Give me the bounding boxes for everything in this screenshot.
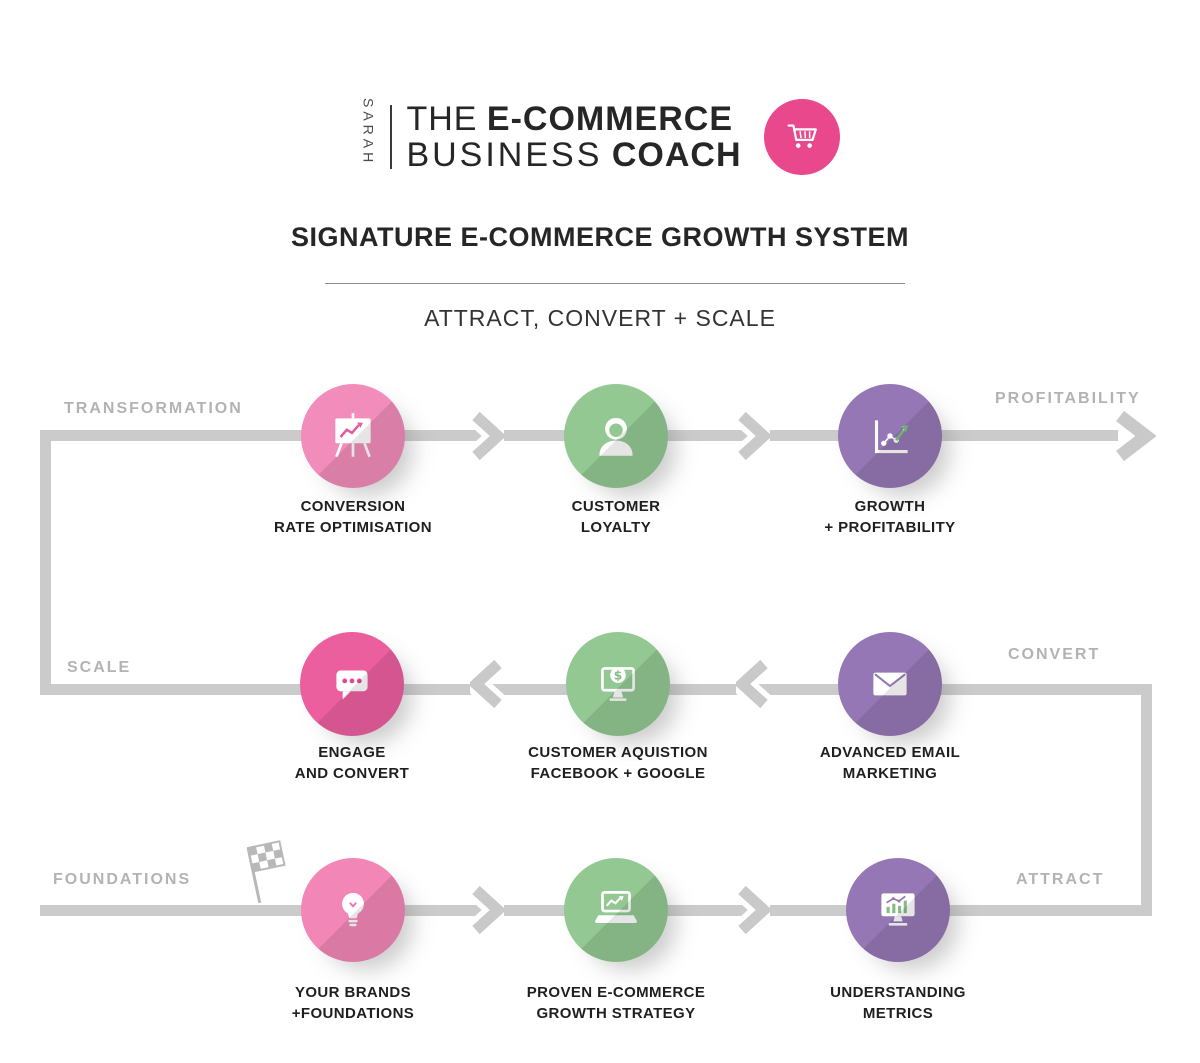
laptop-chart-icon [595, 890, 637, 923]
logo-badge [763, 99, 840, 175]
caption-conversion: CONVERSION RATE OPTIMISATION [213, 496, 493, 538]
logo: SARAH THE E-COMMERCE BUSINESS COACH [0, 98, 1200, 176]
arrow-right-icon [736, 884, 770, 936]
caption-brands: YOUR BRANDS +FOUNDATIONS [213, 982, 493, 1024]
arrow-left-icon [470, 658, 504, 710]
caption-line: ENGAGE [318, 744, 386, 761]
logo-vertical-name: SARAH [360, 98, 377, 167]
page-title: SIGNATURE E-COMMERCE GROWTH SYSTEM [290, 222, 909, 252]
stage-label-foundations: FOUNDATIONS [53, 871, 192, 888]
caption-line: CUSTOMER [571, 498, 661, 515]
node-conversion-rate-optimisation [301, 384, 405, 488]
caption-loyalty: CUSTOMER LOYALTY [476, 496, 756, 538]
logo-line2-light: BUSINESS [406, 136, 603, 174]
node-growth-profitability [838, 384, 942, 488]
metrics-monitor-icon [881, 893, 915, 926]
node-customer-acquisition: $ [566, 632, 670, 736]
node-engage-convert [300, 632, 404, 736]
caption-line: PROVEN E-COMMERCE [526, 984, 706, 1001]
caption-metrics: UNDERSTANDING METRICS [758, 982, 1038, 1024]
caption-line: YOUR BRANDS [294, 984, 412, 1001]
caption-line: ADVANCED EMAIL [819, 744, 961, 761]
checkered-flag-icon [246, 840, 286, 904]
chat-bubble-icon [336, 670, 368, 700]
node-understanding-metrics [846, 858, 950, 962]
caption-line: CUSTOMER AQUISTION [528, 744, 708, 761]
logo-line2-bold: COACH [611, 136, 742, 174]
arrow-right-icon [470, 884, 504, 936]
stage-label-scale: SCALE [67, 659, 132, 676]
caption-line: AND CONVERT [294, 765, 410, 782]
caption-line: GROWTH [854, 498, 926, 515]
title-divider [325, 283, 905, 284]
caption-line: UNDERSTANDING [830, 984, 966, 1001]
caption-line: FACEBOOK + GOOGLE [530, 765, 706, 782]
envelope-icon [873, 672, 907, 696]
node-advanced-email-marketing [838, 632, 942, 736]
shopping-cart-icon [787, 124, 817, 148]
caption-strategy: PROVEN E-COMMERCE GROWTH STRATEGY [476, 982, 756, 1024]
caption-line: GROWTH STRATEGY [536, 1005, 696, 1022]
arrow-right-end-icon [1116, 410, 1156, 462]
node-your-brands-foundations [301, 858, 405, 962]
stage-label-transformation: TRANSFORMATION [64, 400, 243, 417]
stage-label-convert: CONVERT [1008, 646, 1101, 663]
caption-line: LOYALTY [580, 519, 652, 536]
flow-line-left-vertical [40, 430, 51, 695]
caption-growth: GROWTH + PROFITABILITY [750, 496, 1030, 538]
caption-acquisition: CUSTOMER AQUISTION FACEBOOK + GOOGLE [478, 742, 758, 784]
logo-wordmark: THE E-COMMERCE BUSINESS COACH [406, 101, 741, 173]
stage-label-attract: ATTRACT [1016, 871, 1105, 888]
logo-divider [390, 105, 393, 169]
lightbulb-icon [342, 892, 364, 927]
node-proven-growth-strategy [564, 858, 668, 962]
person-icon [599, 417, 633, 456]
presentation-chart-icon [335, 413, 371, 458]
growth-chart-icon [874, 420, 909, 454]
monitor-dollar-icon: $ [601, 667, 635, 701]
caption-line: + PROFITABILITY [824, 519, 956, 536]
logo-line1-light: THE [406, 100, 478, 138]
svg-text:$: $ [614, 668, 623, 683]
caption-line: MARKETING [842, 765, 938, 782]
arrow-right-icon [470, 410, 504, 462]
arrow-left-icon [736, 658, 770, 710]
caption-line: +FOUNDATIONS [291, 1005, 415, 1022]
logo-line2: BUSINESS COACH [406, 137, 741, 173]
caption-line: CONVERSION [300, 498, 406, 515]
page-subtitle: ATTRACT, CONVERT + SCALE [424, 305, 776, 331]
stage-label-profitability: PROFITABILITY [995, 390, 1141, 407]
caption-email: ADVANCED EMAIL MARKETING [750, 742, 1030, 784]
flow-line-right-vertical [1141, 684, 1152, 916]
logo-line1: THE E-COMMERCE [406, 101, 741, 137]
node-customer-loyalty [564, 384, 668, 488]
caption-line: RATE OPTIMISATION [274, 519, 432, 536]
arrow-right-icon [736, 410, 770, 462]
caption-engage: ENGAGE AND CONVERT [212, 742, 492, 784]
caption-line: METRICS [862, 1005, 934, 1022]
logo-line1-bold: E-COMMERCE [486, 100, 734, 138]
